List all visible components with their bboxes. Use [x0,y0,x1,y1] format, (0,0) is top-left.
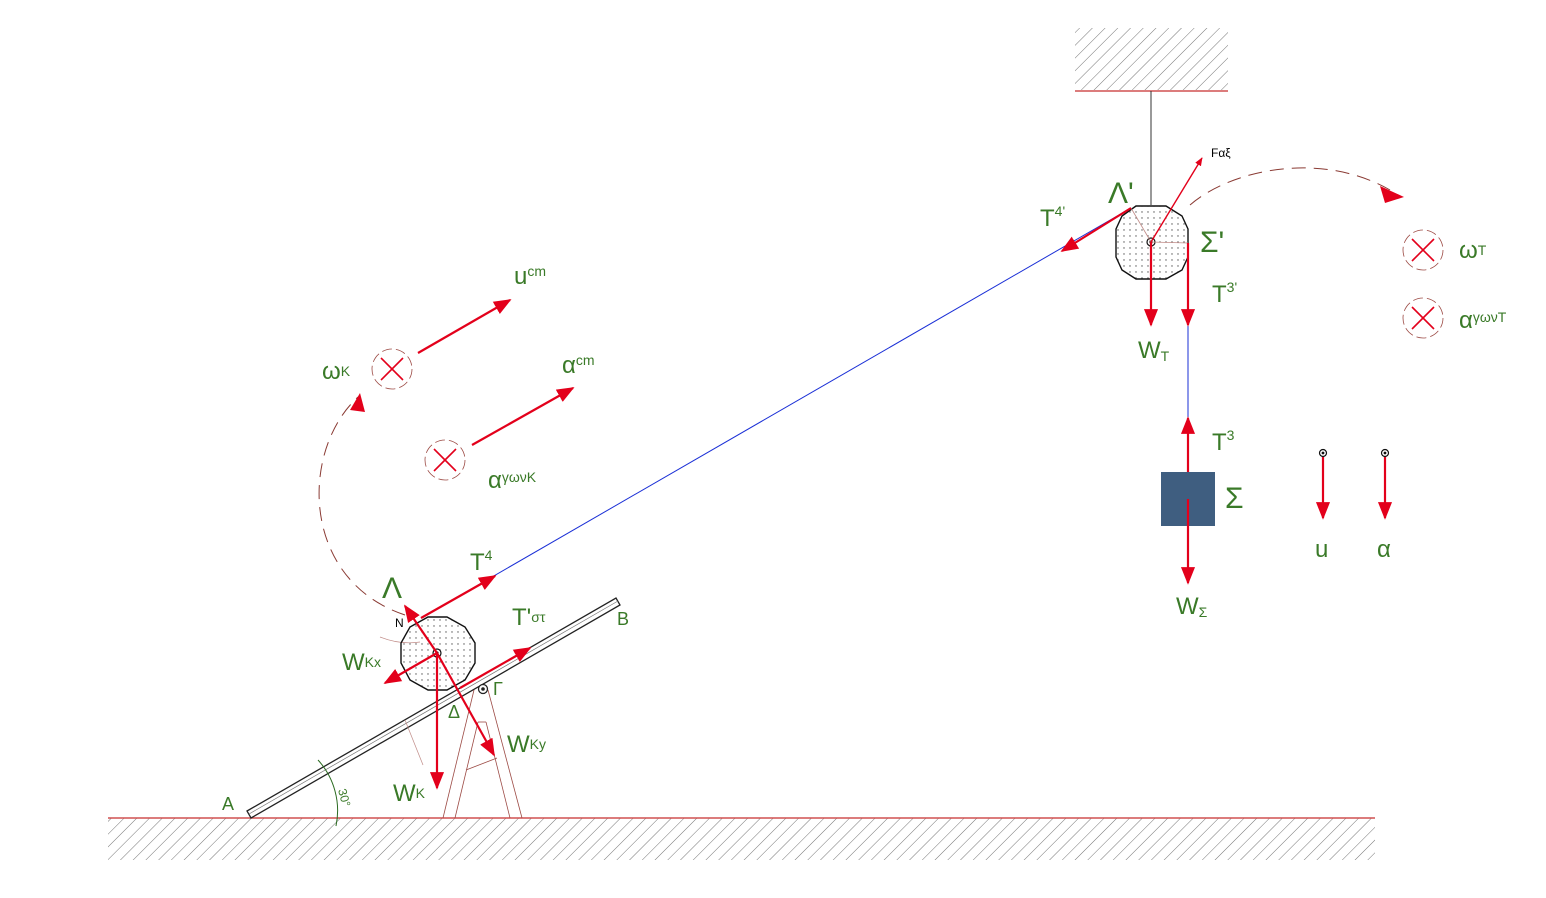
point-A-label: A [222,794,234,814]
Sigma-label: Σ [1225,482,1244,515]
legend-a [1377,448,1393,520]
force-N-arrow [404,604,438,654]
agwnK-label: αγωνΚ [488,467,537,494]
point-B-label: B [617,609,629,629]
rotation-arc-cylinder-head [350,393,365,412]
force-T4-arrow [420,575,497,619]
legend-u-label: u [1315,536,1328,563]
acm-arrow [471,387,575,446]
T4-label: T4 [470,547,493,576]
ceiling-support [1075,28,1228,205]
T4-prime-label: T4' [1040,203,1065,232]
force-Faxi-arrow [1150,157,1203,243]
Tst-label: T'στ [512,604,546,631]
agwnT-symbol [1402,297,1444,339]
WKy-label: WΚy [507,731,546,758]
point-Gamma-label: Γ [493,679,503,699]
force-Tst-arrow [459,647,532,689]
omegaK-symbol [371,348,413,390]
WS-label: WΣ [1176,593,1208,620]
omegaT-symbol [1402,229,1444,271]
WK-label: WΚ [393,780,426,807]
Lambda-prime-label: Λ' [1108,177,1134,210]
rotation-arc-cylinder [318,396,406,616]
ucm-arrow [417,299,512,354]
angle-arc [317,759,339,827]
ground [108,817,1375,860]
T3-prime-label: T3' [1212,279,1237,308]
rotation-arc-pulley [1189,167,1391,206]
Faxi-label: Fαξ [1211,146,1231,160]
WKx-label: WΚx [342,649,381,676]
force-T4p-arrow [1060,207,1132,252]
angle-label: 30° [335,787,353,808]
rotation-arc-pulley-head [1380,186,1404,203]
agwnK-symbol [424,439,466,481]
rope-incline [420,207,1132,619]
normal-guide [404,719,424,766]
legend-u [1315,448,1331,520]
force-WKy-arrow [436,652,495,757]
agwnT-label: αγωνT [1459,307,1507,334]
Sigma-prime-label: Σ' [1200,226,1224,259]
ucm-label: ucm [514,263,546,290]
force-WKx-arrow [383,652,438,684]
point-Delta-label: Δ [448,702,460,722]
Lambda-label: Λ [382,572,402,605]
acm-label: αcm [562,352,595,379]
normal-N-label: N [395,616,404,630]
WT-label: WT [1138,337,1170,364]
omegaT-label: ωT [1459,237,1487,264]
T3-label: T3 [1212,427,1235,456]
omegaK-label: ωΚ [322,358,351,385]
legend-a-label: α [1377,536,1391,563]
